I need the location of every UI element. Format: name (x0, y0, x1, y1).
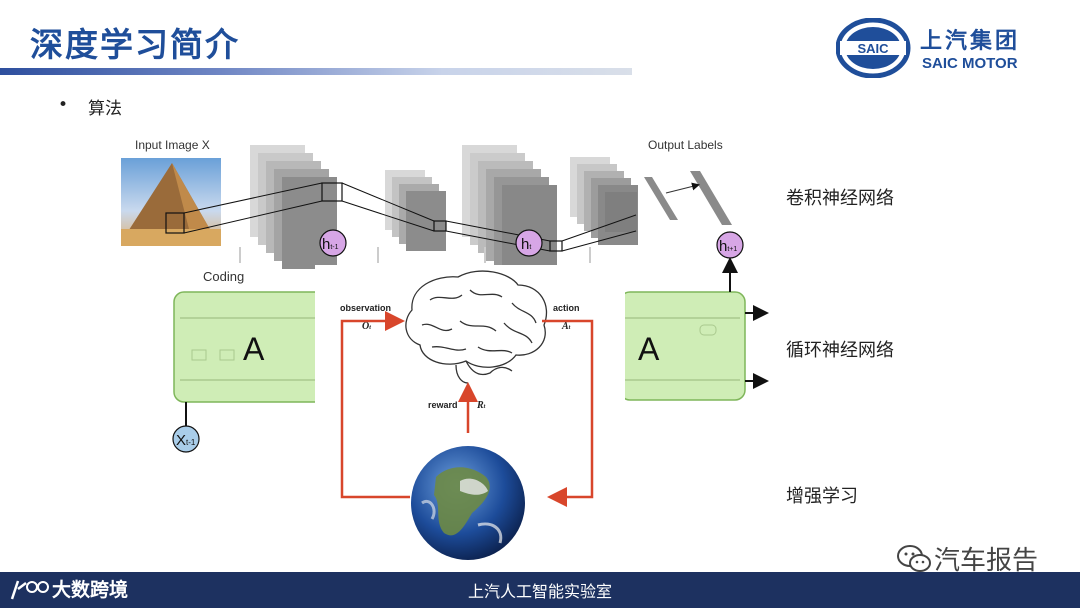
rnn-cell-left-label: A (243, 331, 265, 367)
rnn-cell-left: A (173, 291, 335, 403)
rl-observation-symbol: Ot (362, 321, 371, 332)
logo-en-text: SAIC MOTOR (922, 55, 1018, 72)
output-layer-1 (644, 177, 678, 220)
rnn-input-node: Xt-1 (172, 425, 200, 453)
rl-action-symbol: At (561, 321, 571, 332)
cnn-link-line (561, 214, 637, 242)
cnn-output-label: Output Labels (648, 138, 723, 152)
rl-action-arrow (542, 319, 594, 507)
rl-reward-symbol: Rt (476, 400, 486, 411)
bullet-text: 算法 (88, 99, 122, 119)
cnn-link-line (341, 182, 435, 222)
cnn-input-label: Input Image X (135, 138, 210, 152)
svg-text:ht-1: ht-1 (322, 236, 339, 253)
title-underline (0, 68, 632, 75)
cnn-feature-maps-3 (462, 145, 563, 277)
label-cnn: 卷积神经网络 (786, 188, 894, 209)
state-node-prev: ht-1 (319, 229, 347, 257)
footer-bar (0, 572, 1080, 608)
footer-brand: 大数跨境 (52, 579, 129, 601)
cnn-feature-maps-2 (385, 170, 447, 251)
svg-text:Xt-1: Xt-1 (176, 432, 196, 449)
saic-logo: SAIC 上汽集团 SAIC MOTOR (835, 17, 1066, 79)
rnn-cell-right-label: A (638, 331, 660, 367)
footer-title: 上汽人工智能实验室 (467, 582, 612, 601)
rl-reward-label: reward (428, 400, 458, 410)
wechat-icon (897, 545, 931, 572)
logo-cn-text: 上汽集团 (920, 28, 1020, 54)
coding-label: Coding (203, 269, 244, 284)
bullet-marker: • (58, 95, 69, 115)
brand-logo-icon (10, 580, 49, 600)
cnn-link-line (341, 200, 435, 232)
rnn-cell-right: A (619, 291, 746, 401)
label-rl: 增强学习 (786, 486, 858, 507)
rl-observation-arrow (340, 311, 410, 499)
watermark-text: 汽车报告 (934, 546, 1039, 576)
svg-text:ht+1: ht+1 (719, 238, 737, 255)
page-title: 深度学习简介 (30, 25, 240, 64)
cnn-link-line (183, 182, 323, 214)
output-arrow (665, 182, 700, 194)
cnn-feature-maps-4 (570, 157, 638, 245)
pyramid-image (121, 158, 221, 246)
output-layer-2 (690, 171, 732, 225)
state-node-next: ht+1 (716, 231, 744, 259)
rl-observation-label: observation (340, 303, 391, 313)
svg-text:ht: ht (521, 236, 531, 253)
earth-image (411, 446, 525, 560)
logo-badge-text: SAIC (857, 41, 889, 56)
label-rnn: 循环神经网络 (786, 340, 894, 361)
cnn-link-line (561, 230, 637, 252)
state-node-current: ht (515, 229, 543, 257)
algorithm-diagram: Input Image X (121, 138, 769, 575)
brain-image (405, 270, 548, 384)
cnn-link-line (183, 200, 323, 234)
rl-action-label: action (553, 303, 580, 313)
